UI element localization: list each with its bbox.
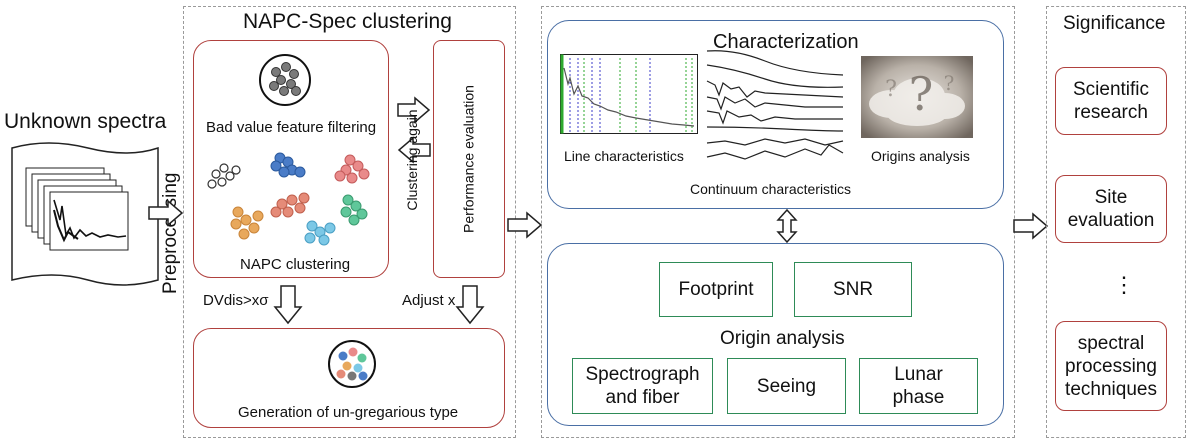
- continuum-spectra-plot: [706, 50, 844, 160]
- ungregarious-label: Generation of un-gregarious type: [238, 404, 459, 421]
- clustering-title: NAPC-Spec clustering: [243, 10, 452, 33]
- significance-section: [1046, 6, 1186, 438]
- dvdis-label: DVdis>xσ: [203, 292, 269, 309]
- double-arrow-icon: [776, 208, 798, 244]
- svg-text:?: ?: [885, 77, 897, 102]
- arrow-down-icon: [455, 285, 485, 325]
- filter-label: Bad value feature filtering: [206, 119, 377, 136]
- seeing-box: Seeing: [727, 358, 846, 414]
- performance-text: Performance evaluation: [460, 85, 477, 233]
- arrow-right-icon: [507, 211, 543, 239]
- spectrograph-box: Spectrograph and fiber: [572, 358, 713, 414]
- significance-item-techniques: spectral processing techniques: [1055, 321, 1167, 411]
- characterization-title: Characterization: [713, 31, 859, 53]
- svg-text:?: ?: [909, 67, 934, 121]
- arrow-right-icon: [397, 96, 431, 124]
- cluster-points-icon: [207, 152, 370, 246]
- unknown-spectra-label: Unknown spectra: [4, 110, 167, 133]
- lunar-box: Lunar phase: [859, 358, 978, 414]
- significance-ellipsis: ⋮: [1113, 272, 1135, 297]
- origins-analysis-label: Origins analysis: [871, 148, 970, 164]
- significance-item-site: Site evaluation: [1055, 175, 1167, 243]
- line-spectrum-plot: [560, 54, 698, 134]
- footprint-box: Footprint: [659, 262, 773, 317]
- significance-title: Significance: [1063, 13, 1166, 34]
- clustering-again-label: Clustering again: [404, 109, 420, 211]
- arrow-down-icon: [273, 285, 303, 325]
- spectra-stack-icon: [11, 142, 159, 286]
- arrow-left-icon: [397, 136, 431, 164]
- continuum-characteristics-label: Continuum characteristics: [690, 181, 852, 197]
- significance-item-scientific: Scientific research: [1055, 67, 1167, 135]
- line-characteristics-label: Line characteristics: [564, 148, 684, 164]
- svg-text:?: ?: [944, 71, 955, 95]
- origins-cloud-image: ? ? ?: [861, 56, 973, 138]
- performance-label: Performance evaluation: [461, 79, 478, 239]
- arrow-right-icon: [1013, 212, 1049, 240]
- preprocessing-label: Preprocessing: [160, 172, 181, 294]
- mixed-cluster-icon: [328, 340, 376, 388]
- performance-box: [433, 40, 505, 278]
- snr-box: SNR: [794, 262, 912, 317]
- adjust-label: Adjust x: [402, 292, 456, 309]
- napc-clustering-label: NAPC clustering: [240, 256, 351, 273]
- arrow-right-icon: [148, 199, 184, 227]
- cluster-circle-icon: [259, 54, 311, 106]
- origin-analysis-title: Origin analysis: [720, 328, 845, 349]
